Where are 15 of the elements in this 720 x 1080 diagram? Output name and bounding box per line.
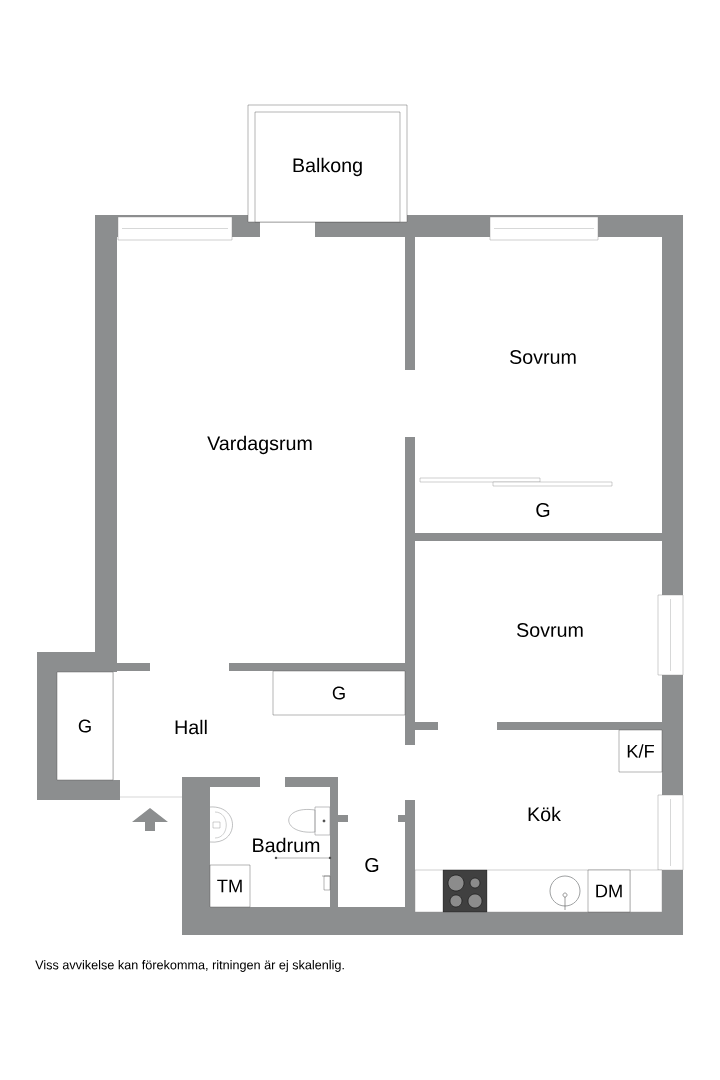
room-label: G	[365, 858, 379, 872]
storage-box: K/F	[618, 729, 663, 773]
room-label: G	[536, 503, 550, 517]
room-label: Kök	[528, 806, 561, 822]
caption: Viss avvikelse kan förekomma, ritningen är ej skalenlig.	[35, 960, 344, 972]
room-label: Vardagsrum	[207, 435, 312, 455]
room-label: Sovrum	[517, 623, 583, 637]
storage-box: G	[56, 671, 114, 781]
room-label: Hall	[175, 719, 207, 735]
storage-box: G	[272, 670, 406, 716]
room-label: Sovrum	[510, 350, 576, 364]
balcony-box: Balkong	[247, 104, 408, 223]
storage-box: TM	[209, 864, 251, 908]
storage-box: DM	[587, 869, 631, 913]
room-label: Badrum	[253, 837, 320, 853]
